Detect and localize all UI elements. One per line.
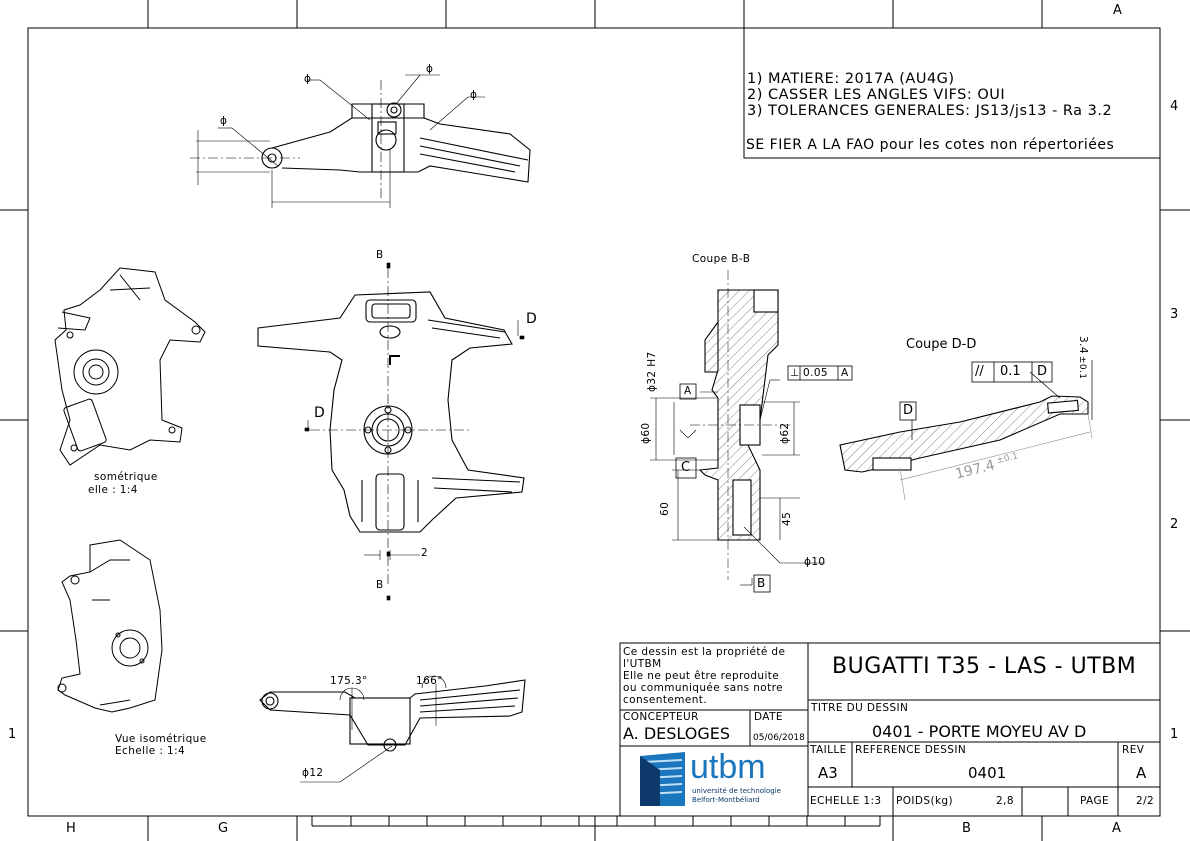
angle-166: 166° [416, 675, 443, 687]
dim-phi12: ϕ12 [302, 767, 324, 779]
front-view [257, 268, 525, 585]
zone-top-a: A [1113, 3, 1122, 18]
gdt-frames [675, 361, 1053, 593]
reference-label: REFERENCE DESSIN [855, 744, 967, 756]
dim-3-4-tol: ±0.1 [1077, 355, 1087, 380]
size-label: TAILLE [810, 744, 847, 756]
zone-bottom-h: H [66, 821, 76, 836]
logo-subtitle-2: Belfort-Montbéliard [692, 796, 760, 804]
designer-label: CONCEPTEUR [623, 711, 699, 723]
zone-right-3: 3 [1170, 307, 1179, 322]
ownership-line5: consentement. [623, 694, 708, 706]
datum-b: B [757, 576, 766, 590]
zone-right-2: 2 [1170, 517, 1179, 532]
dim-60: 60 [659, 501, 671, 516]
datum-a: A [684, 385, 692, 397]
ownership-line3: Elle ne peut être reproduite [623, 670, 780, 682]
page-label: PAGE [1080, 795, 1110, 807]
zone-right-1: 1 [1170, 727, 1179, 742]
note-tolerances: 3) TOLERANCES GENERALES: JS13/js13 - Ra … [747, 103, 1113, 119]
reference-value: 0401 [968, 764, 1007, 782]
iso2-caption-line1: Vue isométrique [115, 733, 207, 745]
dim-phi10: ϕ10 [804, 556, 826, 568]
iso1-caption-line1: sométrique [94, 471, 158, 483]
logo-subtitle-1: université de technologie [692, 787, 781, 795]
top-view-phi-2: ϕ [426, 63, 434, 75]
section-bb-title: Coupe B-B [692, 253, 751, 265]
section-dd-dims [899, 413, 1093, 501]
note-material: 1) MATIERE: 2017A (AU4G) [747, 71, 955, 87]
dim-phi32-h7: ϕ32 H7 [646, 351, 658, 392]
section-dd-title: Coupe D-D [906, 337, 977, 352]
zone-left-1: 1 [8, 727, 17, 742]
cut-d-left-label: D [314, 405, 325, 421]
section-bb-dims [650, 379, 825, 586]
datum-d: D [903, 403, 914, 418]
note-edges: 2) CASSER LES ANGLES VIFS: OUI [747, 87, 1006, 103]
date-value: 05/06/2018 [753, 733, 805, 743]
iso-view-1 [54, 267, 206, 466]
parallel-datum-ref: D [1037, 364, 1048, 379]
section-dd [839, 395, 1089, 473]
rev-label: REV [1122, 744, 1145, 756]
top-view-phi-4: ϕ [220, 115, 228, 127]
title-block [619, 642, 1161, 817]
iso-view-2 [57, 539, 163, 713]
cut-b-bottom-label: B [376, 579, 384, 591]
iso1-caption-line2: elle : 1:4 [88, 484, 138, 496]
angle-175: 175.3° [330, 675, 368, 687]
cut-d-right-label: D [526, 311, 537, 327]
weight-label: POIDS(kg) [896, 795, 953, 807]
drawing-title-label: TITRE DU DESSIN [811, 702, 909, 714]
main-title: BUGATTI T35 - LAS - UTBM [832, 654, 1137, 679]
perp-symbol: ⊥ [790, 367, 800, 379]
datum-c: C [681, 460, 691, 475]
scale-value: ECHELLE 1:3 [810, 795, 882, 807]
zone-right-4: 4 [1170, 99, 1179, 114]
dim-phi62: ϕ62 [779, 422, 791, 445]
size-value: A3 [818, 764, 838, 782]
cut-b-top-label: B [376, 249, 384, 261]
top-view [190, 80, 531, 200]
date-label: DATE [754, 711, 783, 723]
dim-phi60: ϕ60 [640, 422, 652, 445]
page-value: 2/2 [1136, 795, 1155, 807]
logo-text: utbm [690, 748, 766, 786]
dim-45: 45 [781, 511, 793, 526]
drawing-title: 0401 - PORTE MOYEU AV D [872, 722, 1087, 741]
ownership-line4: ou communiquée sans notre [623, 682, 783, 694]
perp-tolerance: 0.05 [803, 367, 828, 379]
iso2-caption-line2: Echelle : 1:4 [115, 745, 186, 757]
top-view-phi-1: ϕ [304, 73, 312, 85]
inner-frame [27, 27, 1161, 817]
rev-value: A [1136, 764, 1147, 782]
section-bb [690, 270, 790, 580]
zone-bottom-g: G [218, 821, 229, 836]
bottom-view [259, 679, 526, 752]
parallel-symbol: // [975, 364, 984, 379]
dim-2: 2 [421, 547, 429, 559]
top-view-dims [196, 74, 485, 208]
top-view-phi-3: ϕ [470, 89, 478, 101]
bottom-view-dims [300, 675, 447, 783]
note-fao: SE FIER A LA FAO pour les cotes non répe… [746, 137, 1115, 153]
zone-bottom-a: A [1112, 821, 1121, 836]
ownership-line1: Ce dessin est la propriété de [623, 646, 786, 658]
utbm-logo [640, 752, 685, 806]
dim-3-4: 3.4±0.1 [1077, 336, 1089, 380]
section-markers [304, 262, 525, 601]
ownership-line2: l'UTBM [623, 658, 662, 670]
zone-bottom-b: B [962, 821, 971, 836]
dim-3-4-value: 3.4 [1077, 336, 1089, 354]
designer-name: A. DESLOGES [623, 724, 731, 743]
weight-value: 2,8 [996, 795, 1014, 807]
parallel-tolerance: 0.1 [1000, 364, 1021, 379]
notes-box [743, 28, 1160, 159]
perp-datum-ref: A [841, 367, 849, 379]
